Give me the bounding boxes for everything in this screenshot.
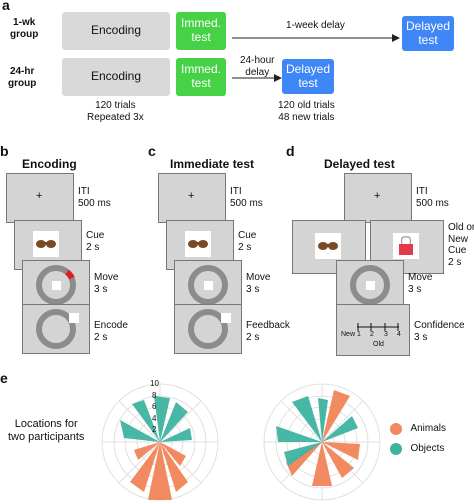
b-iti-screen: +: [6, 173, 74, 223]
objects-wedges: [120, 396, 192, 442]
c-move-item-card: [204, 281, 213, 290]
b-encode-item-card: [69, 313, 79, 323]
polar-plot-participant-2: [263, 383, 381, 501]
row1-encoding-box: Encoding: [62, 12, 170, 50]
row2-delay-arrow: [232, 74, 282, 82]
legend-item-animals: Animals: [390, 420, 446, 438]
fixation-cross: +: [374, 190, 381, 202]
confidence-tick-1: 1: [357, 331, 361, 338]
d-confidence-screen: New 1 2 3 4 Old: [336, 304, 410, 356]
objects-wedges: [276, 396, 358, 466]
sunglasses-cue-card: [33, 231, 59, 257]
radial-tick-2: 2: [152, 425, 157, 434]
row2-encoding-box: Encoding: [62, 58, 170, 96]
legend-label-animals: Animals: [410, 423, 447, 435]
row1-delay-label: 1-week delay: [286, 20, 345, 31]
sunglasses-cue-card: [315, 233, 341, 259]
radial-tick-10: 10: [150, 379, 159, 388]
d-move-item-card: [366, 281, 375, 290]
row2-delay-label: 24-hour delay: [240, 55, 275, 78]
row2-immediate-test-box: Immed. test: [176, 58, 226, 96]
circle-track: [350, 265, 390, 305]
c-move-screen: [174, 260, 242, 310]
panel-e-letter: e: [0, 370, 8, 386]
animals-wedges: [286, 390, 360, 486]
objects-swatch: [390, 442, 402, 455]
circle-track: [36, 265, 76, 305]
trials-note: 120 trials Repeated 3x: [87, 100, 144, 123]
circle-track: [36, 309, 76, 349]
row1-immediate-test-box: Immed. test: [176, 12, 226, 50]
polar-plot-participant-1: [101, 383, 219, 501]
panel-c-letter: c: [148, 143, 156, 159]
b-move-screen: [22, 260, 90, 310]
radial-tick-6: 6: [152, 402, 157, 411]
c-feedback-item-card: [221, 313, 231, 323]
b-move-item-card: [52, 281, 61, 290]
row1-delay-arrow: [232, 34, 400, 42]
sunglasses-cue-card: [185, 231, 211, 257]
panel-d-letter: d: [286, 143, 295, 159]
animals-wedges: [130, 442, 188, 500]
radial-tick-4: 4: [152, 414, 157, 423]
confidence-tick-2: 2: [370, 331, 374, 338]
d-move-screen: [336, 260, 404, 310]
panel-d-title: Delayed test: [324, 157, 395, 171]
row2-delayed-test-box: Delayed test: [282, 59, 334, 94]
sunglasses-icon: [36, 240, 56, 248]
radial-tick-8: 8: [152, 391, 157, 400]
c-feedback-screen: [174, 304, 242, 354]
confidence-tick-3: 3: [384, 331, 388, 338]
delayed-trials-note: 120 old trials 48 new trials: [278, 100, 335, 123]
panel-e-caption: Locations for two participants: [8, 418, 85, 443]
sunglasses-icon: [318, 242, 338, 250]
row1-delayed-test-box: Delayed test: [402, 16, 454, 51]
confidence-scale-line: [357, 323, 399, 331]
c-iti-screen: +: [158, 173, 226, 223]
b-encode-screen: [22, 304, 90, 354]
animals-swatch: [390, 422, 402, 435]
circle-track: [188, 265, 228, 305]
sunglasses-icon: [188, 240, 208, 248]
binder-clip-cue-card: [393, 233, 419, 259]
panel-b-letter: b: [0, 143, 9, 159]
d-iti-screen: +: [344, 173, 412, 223]
fixation-cross: +: [36, 190, 43, 202]
circle-track: [188, 309, 228, 349]
panel-b-title: Encoding: [22, 157, 77, 171]
row1-group-label: 1-wk group: [10, 17, 39, 40]
fixation-cross: +: [188, 190, 195, 202]
panel-c-title: Immediate test: [170, 157, 255, 171]
legend-label-objects: Objects: [410, 443, 445, 455]
binder-clip-icon: [399, 236, 413, 255]
confidence-old-label: Old: [373, 341, 384, 348]
row2-group-label: 24-hr group: [8, 66, 37, 89]
legend-item-objects: Objects: [390, 440, 444, 458]
confidence-tick-4: 4: [397, 331, 401, 338]
panel-a-letter: a: [2, 0, 10, 13]
confidence-new-label: New: [341, 331, 356, 338]
